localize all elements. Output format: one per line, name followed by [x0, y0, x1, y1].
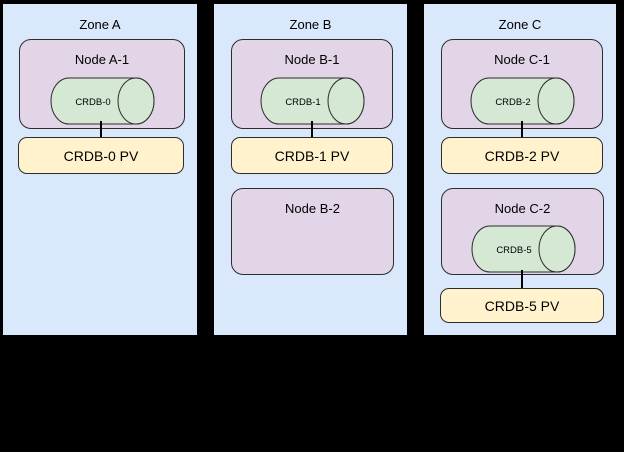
crdb-0-pod-cylinder-icon: CRDB-0: [50, 77, 155, 125]
node-c-2-label: Node C-2: [494, 201, 551, 216]
crdb-2-pod-cylinder-icon: CRDB-2: [470, 77, 575, 125]
crdb-0-pv-label: CRDB-0 PV: [63, 147, 139, 164]
node-b-2-label: Node B-2: [285, 201, 340, 216]
node-c-1: Node C-1 CRDB-2: [441, 39, 603, 129]
node-b-1-label: Node B-1: [284, 52, 340, 67]
connector-node-c-1-to-pv: [521, 121, 523, 138]
crdb-1-pv-label: CRDB-1 PV: [274, 147, 350, 164]
crdb-2-pv-box: CRDB-2 PV: [441, 137, 603, 174]
node-c-2: Node C-2 CRDB-5: [441, 188, 604, 275]
zone-b: Zone B Node B-1 CRDB-1 CRDB-1 PV Node B-…: [212, 2, 409, 337]
crdb-2-pv-label: CRDB-2 PV: [484, 147, 560, 164]
zone-b-label: Zone B: [289, 17, 332, 32]
node-b-1: Node B-1 CRDB-1: [231, 39, 393, 129]
zone-a: Zone A Node A-1 CRDB-0 CRDB-0 PV: [1, 2, 199, 337]
crdb-1-pod-label: CRDB-1: [285, 97, 320, 108]
zone-c: Zone C Node C-1 CRDB-2 CRDB-2 PV Node C-…: [422, 2, 618, 337]
crdb-1-pod-cylinder-icon: CRDB-1: [260, 77, 365, 125]
zone-c-label: Zone C: [498, 17, 542, 32]
node-b-2: Node B-2: [231, 188, 394, 275]
node-c-1-label: Node C-1: [494, 52, 550, 67]
crdb-5-pv-box: CRDB-5 PV: [440, 288, 604, 323]
crdb-5-pv-label: CRDB-5 PV: [484, 297, 560, 314]
crdb-0-pv-box: CRDB-0 PV: [18, 137, 184, 174]
crdb-1-pv-box: CRDB-1 PV: [231, 137, 393, 174]
crdb-5-pod-cylinder-icon: CRDB-5: [471, 225, 576, 273]
crdb-0-pod-label: CRDB-0: [75, 97, 110, 108]
node-a-1-label: Node A-1: [74, 52, 130, 67]
connector-node-a-1-to-pv: [100, 121, 102, 138]
connector-node-c-2-to-pv: [521, 270, 523, 288]
node-a-1: Node A-1 CRDB-0: [19, 39, 185, 129]
connector-node-b-1-to-pv: [311, 121, 313, 138]
crdb-5-pod-label: CRDB-5: [496, 245, 531, 256]
zone-a-label: Zone A: [79, 17, 121, 32]
crdb-2-pod-label: CRDB-2: [495, 97, 530, 108]
